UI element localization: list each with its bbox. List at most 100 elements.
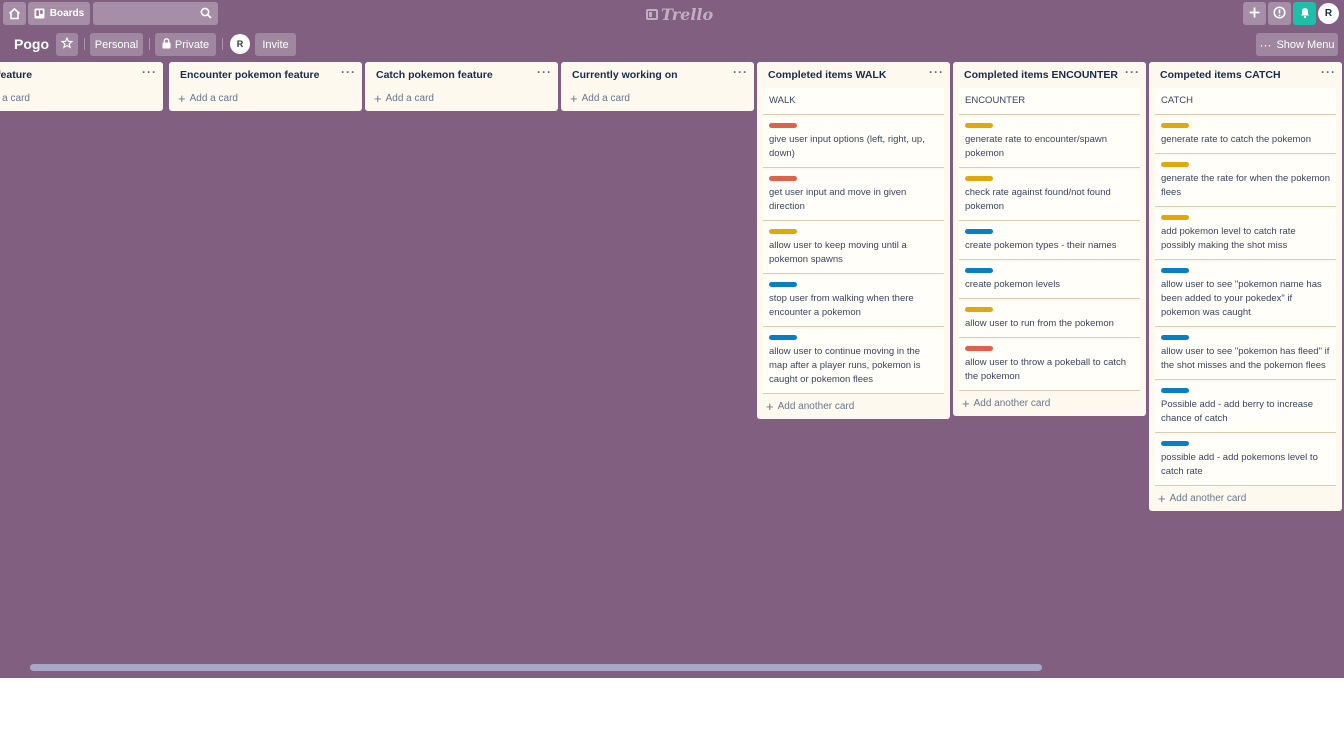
info-button[interactable] — [1268, 2, 1291, 25]
plus-icon: + — [374, 90, 382, 106]
list-menu-icon[interactable]: ··· — [733, 65, 748, 79]
horizontal-scrollbar[interactable] — [30, 664, 1042, 671]
card-label-blue[interactable] — [965, 229, 993, 234]
card-label-blue[interactable] — [769, 282, 797, 287]
board-title[interactable]: Pogo — [14, 36, 49, 52]
list-menu-icon[interactable]: ··· — [537, 65, 552, 79]
card[interactable]: allow user to keep moving until a pokemo… — [763, 223, 944, 274]
add-card-button[interactable]: +Add a card — [0, 88, 163, 111]
create-button[interactable] — [1243, 2, 1266, 25]
card[interactable]: generate rate to catch the pokemon — [1155, 117, 1336, 154]
visibility-button[interactable]: Private — [155, 33, 216, 56]
card-label-red[interactable] — [965, 346, 993, 351]
list-title[interactable]: Currently working on — [572, 69, 678, 81]
card[interactable]: ENCOUNTER — [959, 88, 1140, 115]
card-label-blue[interactable] — [1161, 268, 1189, 273]
card[interactable]: check rate against found/not found pokem… — [959, 170, 1140, 221]
card[interactable]: CATCH — [1155, 88, 1336, 115]
user-avatar[interactable]: R — [1318, 3, 1339, 24]
list-title[interactable]: Catch pokemon feature — [376, 69, 493, 81]
card[interactable]: generate the rate for when the pokemon f… — [1155, 156, 1336, 207]
card[interactable]: allow user to throw a pokeball to catch … — [959, 340, 1140, 391]
card-label-yellow[interactable] — [769, 229, 797, 234]
add-card-button[interactable]: +Add a card — [169, 88, 362, 111]
show-menu-label: Show Menu — [1276, 38, 1335, 51]
card[interactable]: allow user to continue moving in the map… — [763, 329, 944, 394]
add-card-button[interactable]: +Add another card — [1149, 488, 1342, 511]
add-card-button[interactable]: +Add another card — [757, 396, 950, 419]
card-label-blue[interactable] — [1161, 388, 1189, 393]
card-label-blue[interactable] — [1161, 441, 1189, 446]
boards-button[interactable]: Boards — [28, 2, 90, 25]
list-header[interactable]: Completed items WALK ··· — [757, 62, 950, 88]
star-board-button[interactable] — [56, 33, 78, 56]
home-icon — [8, 7, 21, 20]
list[interactable]: Encounter pokemon feature ··· +Add a card — [169, 62, 362, 111]
card-title: allow user to see "pokemon name has been… — [1161, 279, 1322, 318]
card[interactable]: allow user to run from the pokemon — [959, 301, 1140, 338]
card[interactable]: stop user from walking when there encoun… — [763, 276, 944, 327]
personal-team-button[interactable]: Personal — [90, 33, 143, 56]
card[interactable]: allow user to see "pokemon has fleed" if… — [1155, 329, 1336, 380]
card[interactable]: give user input options (left, right, up… — [763, 117, 944, 168]
home-button[interactable] — [3, 2, 26, 25]
list-title[interactable]: Completed items WALK — [768, 69, 887, 81]
separator — [84, 38, 85, 50]
card[interactable]: generate rate to encounter/spawn pokemon — [959, 117, 1140, 168]
list-header[interactable]: Walk feature ··· — [0, 62, 163, 88]
list-title[interactable]: Walk feature — [0, 69, 33, 81]
card-label-blue[interactable] — [769, 335, 797, 340]
card[interactable]: Possible add - add berry to increase cha… — [1155, 382, 1336, 433]
search-icon — [200, 7, 212, 22]
card[interactable]: create pokemon levels — [959, 262, 1140, 299]
card-title: allow user to see "pokemon has fleed" if… — [1161, 346, 1330, 371]
card-label-blue[interactable] — [965, 268, 993, 273]
lock-icon — [162, 37, 171, 52]
list-menu-icon[interactable]: ··· — [1321, 65, 1336, 79]
list-header[interactable]: Completed items ENCOUNTER ··· — [953, 62, 1146, 88]
card-label-yellow[interactable] — [1161, 215, 1189, 220]
card-label-red[interactable] — [769, 176, 797, 181]
invite-button[interactable]: Invite — [255, 33, 296, 56]
list[interactable]: Walk feature ··· +Add a card — [0, 62, 163, 111]
board-member-avatar[interactable]: R — [230, 34, 250, 54]
card-label-red[interactable] — [769, 123, 797, 128]
search-input[interactable] — [93, 2, 218, 25]
list-title[interactable]: Competed items CATCH — [1160, 69, 1281, 81]
notifications-button[interactable] — [1293, 2, 1316, 25]
list-menu-icon[interactable]: ··· — [341, 65, 356, 79]
add-card-label: Add another card — [973, 398, 1051, 409]
list[interactable]: Catch pokemon feature ··· +Add a card — [365, 62, 558, 111]
list-menu-icon[interactable]: ··· — [142, 65, 157, 79]
card-label-yellow[interactable] — [1161, 162, 1189, 167]
list[interactable]: Currently working on ··· +Add a card — [561, 62, 754, 111]
card[interactable]: WALK — [763, 88, 944, 115]
card[interactable]: allow user to see "pokemon name has been… — [1155, 262, 1336, 327]
card-label-yellow[interactable] — [965, 176, 993, 181]
add-card-button[interactable]: +Add another card — [953, 393, 1146, 416]
card-label-yellow[interactable] — [965, 307, 993, 312]
list-header[interactable]: Currently working on ··· — [561, 62, 754, 88]
card-label-blue[interactable] — [1161, 335, 1189, 340]
card[interactable]: possible add - add pokemons level to cat… — [1155, 435, 1336, 486]
add-card-button[interactable]: +Add a card — [365, 88, 558, 111]
list-header[interactable]: Catch pokemon feature ··· — [365, 62, 558, 88]
card-label-yellow[interactable] — [965, 123, 993, 128]
trello-logo[interactable]: Trello — [646, 4, 713, 24]
list-title[interactable]: Encounter pokemon feature — [180, 69, 320, 81]
list-menu-icon[interactable]: ··· — [1125, 65, 1140, 79]
card[interactable]: get user input and move in given directi… — [763, 170, 944, 221]
list-header[interactable]: Competed items CATCH ··· — [1149, 62, 1342, 88]
list-title[interactable]: Completed items ENCOUNTER — [964, 69, 1119, 81]
list-menu-icon[interactable]: ··· — [929, 65, 944, 79]
add-card-button[interactable]: +Add a card — [561, 88, 754, 111]
card[interactable]: create pokemon types - their names — [959, 223, 1140, 260]
card[interactable]: add pokemon level to catch rate possibly… — [1155, 209, 1336, 260]
card-label-yellow[interactable] — [1161, 123, 1189, 128]
show-menu-button[interactable]: ··· Show Menu — [1256, 33, 1338, 56]
list-header[interactable]: Encounter pokemon feature ··· — [169, 62, 362, 88]
card-title: allow user to keep moving until a pokemo… — [769, 240, 907, 265]
